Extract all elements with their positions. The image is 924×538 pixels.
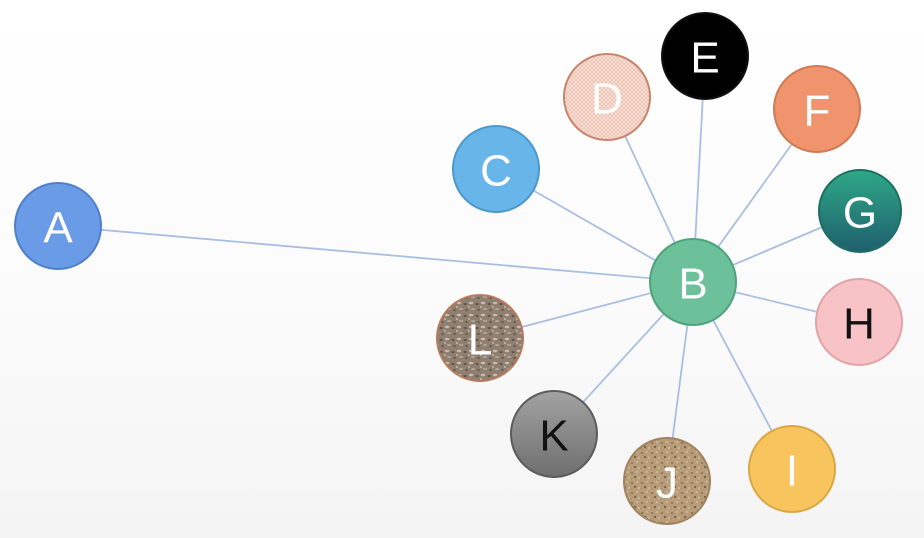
node-label-l: L [468, 316, 492, 365]
node-circle-b [649, 238, 737, 326]
node-circle-d [563, 53, 651, 141]
node-a: A [14, 182, 102, 270]
node-label-k: K [539, 412, 568, 461]
node-c: C [452, 125, 540, 213]
node-label-d: D [591, 75, 623, 124]
node-f: F [773, 65, 861, 153]
node-circle-l [436, 294, 524, 382]
node-d: D [563, 53, 651, 141]
edge-b-a [57, 225, 694, 283]
node-circle-i [748, 425, 836, 513]
node-b: B [649, 238, 737, 326]
nodes-layer: A B C D E F G H I J KL [14, 12, 903, 525]
node-circle-h [815, 278, 903, 366]
node-g: G [818, 169, 902, 253]
node-circle-k [510, 390, 598, 478]
node-j: J [623, 437, 711, 525]
node-circle-j [623, 437, 711, 525]
node-i: I [748, 425, 836, 513]
node-circle-e [661, 12, 749, 100]
node-label-h: H [843, 300, 875, 349]
edges-layer [57, 55, 861, 482]
node-label-b: B [678, 260, 707, 309]
node-label-c: C [480, 147, 512, 196]
node-label-e: E [690, 34, 719, 83]
node-e: E [661, 12, 749, 100]
node-k: K [510, 390, 598, 478]
node-label-j: J [656, 459, 678, 508]
node-label-f: F [804, 87, 831, 136]
node-circle-c [452, 125, 540, 213]
node-label-g: G [843, 189, 877, 238]
node-h: H [815, 278, 903, 366]
node-circle-a [14, 182, 102, 270]
node-circle-g [818, 169, 902, 253]
node-circle-f [773, 65, 861, 153]
node-label-a: A [43, 204, 73, 253]
node-label-i: I [786, 447, 798, 496]
node-l: L [436, 294, 524, 382]
